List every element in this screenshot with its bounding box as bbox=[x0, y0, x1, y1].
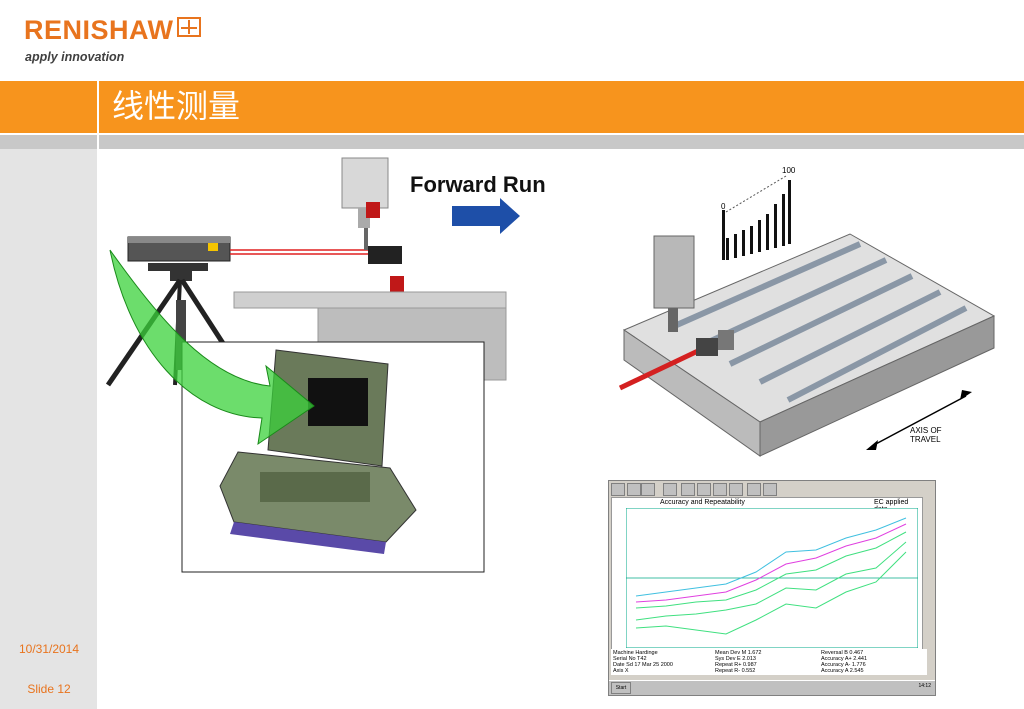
stat-line: Repeat R+ 0.987 bbox=[715, 662, 757, 668]
stat-line: Axis X bbox=[613, 668, 629, 674]
axis-label-line1: AXIS OF bbox=[910, 426, 942, 435]
screenshot-toolbar bbox=[609, 481, 935, 497]
machine-bed-illustration bbox=[618, 175, 996, 457]
analysis-icon bbox=[681, 483, 695, 496]
open-icon bbox=[611, 483, 625, 496]
scale-zero-label: 0 bbox=[721, 202, 726, 211]
axis-label-line2: TRAVEL bbox=[910, 435, 941, 444]
taskbar: Start 14:12 bbox=[609, 680, 935, 695]
pen-icon bbox=[697, 483, 711, 496]
title-bar-divider bbox=[97, 81, 99, 133]
spindle-icon bbox=[653, 235, 695, 309]
laptop-icon bbox=[219, 349, 417, 554]
plot-title: Accuracy and Repeatability bbox=[660, 499, 745, 506]
renishaw-logo: RENISHAW bbox=[24, 16, 201, 44]
scale-top-label: 100 bbox=[782, 166, 796, 175]
laser-head-icon bbox=[127, 236, 231, 271]
slide-date: 10/31/2014 bbox=[18, 642, 80, 656]
tagline: apply innovation bbox=[25, 50, 125, 64]
axis-label: AXIS OF TRAVEL bbox=[910, 426, 942, 444]
stats-left: Machine Hardinge Serial No T42 Date Sd 1… bbox=[613, 650, 673, 674]
software-screenshot: Accuracy and Repeatability EC applied da… bbox=[608, 480, 936, 696]
machine-table bbox=[233, 291, 507, 309]
stat-line: Accuracy A- 1.776 bbox=[821, 662, 866, 668]
spindle-icon bbox=[341, 157, 389, 250]
stat-line: Machine Hardinge bbox=[613, 650, 658, 656]
stat-line: Accuracy A+ 2.441 bbox=[821, 656, 868, 662]
grey-band-left bbox=[0, 135, 97, 149]
taskbar-clock: 14:12 bbox=[918, 683, 931, 689]
stats-right: Reversal B 0.467 Accuracy A+ 2.441 Accur… bbox=[821, 650, 867, 674]
error-plot bbox=[626, 508, 918, 648]
grey-band bbox=[99, 135, 1024, 149]
stat-line: Date Sd 17 Mar 25 2000 bbox=[613, 662, 673, 668]
stat-line: Reversal B 0.467 bbox=[821, 650, 864, 656]
stat-line: Accuracy A 2.545 bbox=[821, 668, 864, 674]
scale-icon bbox=[713, 483, 727, 496]
stat-line: Repeat R- 0.552 bbox=[715, 668, 756, 674]
title-bar bbox=[0, 81, 1024, 133]
data-flow-arrow-icon bbox=[109, 249, 315, 446]
logo-text: RENISHAW bbox=[24, 15, 174, 45]
print-icon bbox=[627, 483, 641, 496]
exit-icon bbox=[763, 483, 777, 496]
stat-line: Mean Dev M 1.672 bbox=[715, 650, 762, 656]
interferometer-optic bbox=[368, 246, 402, 264]
slide-number: Slide 12 bbox=[27, 682, 71, 696]
plot-area: Accuracy and Repeatability EC applied da… bbox=[611, 497, 923, 657]
scale-bars bbox=[722, 175, 791, 260]
slide-title: 线性测量 bbox=[112, 87, 241, 125]
forward-arrow-icon bbox=[452, 198, 520, 234]
eraser-icon bbox=[747, 483, 761, 496]
preview-icon bbox=[641, 483, 655, 496]
logo-mark-icon bbox=[176, 17, 201, 37]
stat-line: Serial No T42 bbox=[613, 656, 647, 662]
side-panel bbox=[0, 149, 97, 709]
chart-icon bbox=[663, 483, 677, 496]
laser-setup-illustration bbox=[105, 157, 520, 573]
zoom-icon bbox=[729, 483, 743, 496]
laser-beam bbox=[618, 347, 702, 391]
retroreflector-optic bbox=[390, 276, 404, 292]
stats-panel: Machine Hardinge Serial No T42 Date Sd 1… bbox=[611, 649, 927, 675]
axis-arrow bbox=[871, 395, 967, 447]
stats-mid: Mean Dev M 1.672 Sys Dev E 2.013 Repeat … bbox=[715, 650, 761, 674]
start-button: Start bbox=[611, 682, 631, 694]
forward-run-caption: Forward Run bbox=[410, 172, 546, 197]
stat-line: Sys Dev E 2.013 bbox=[715, 656, 756, 662]
